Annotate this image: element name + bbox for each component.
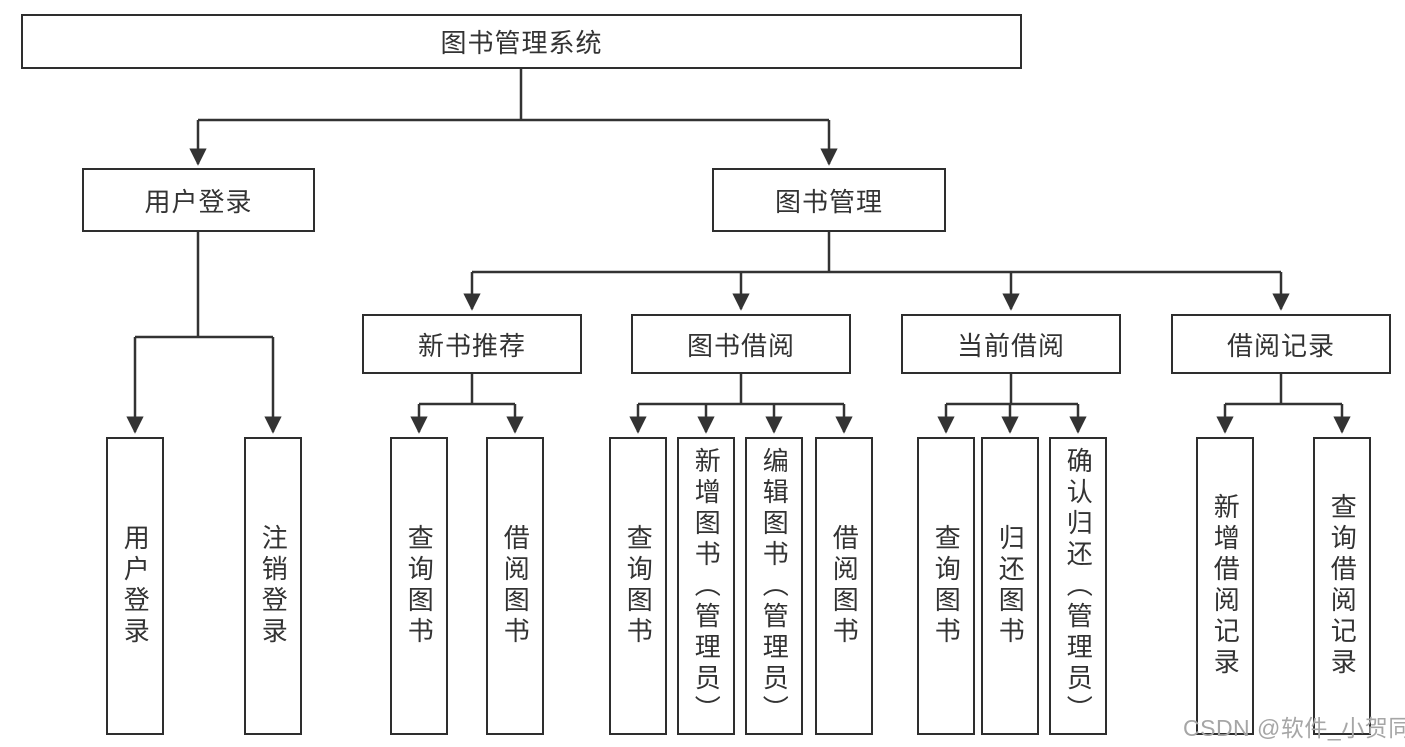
node-label: 借阅图书 bbox=[829, 524, 860, 648]
leaf-query-books: 查询图书 bbox=[609, 437, 667, 735]
csdn-watermark: CSDN @软件_小贺同学 bbox=[1183, 715, 1405, 741]
node-book-borrow: 图书借阅 bbox=[631, 314, 851, 374]
connector-bookborrow-to-leaves bbox=[629, 374, 853, 434]
leaf-confirm-return-admin: 确认归还（管理员） bbox=[1049, 437, 1107, 735]
connector-newbook-to-leaves bbox=[410, 374, 524, 434]
leaf-query-borrow-record: 查询借阅记录 bbox=[1313, 437, 1371, 735]
leaf-add-borrow-record: 新增借阅记录 bbox=[1196, 437, 1254, 735]
node-label: 用户登录 bbox=[144, 186, 253, 217]
node-label: 确认归还（管理员） bbox=[1063, 446, 1094, 726]
leaf-edit-books-admin: 编辑图书（管理员） bbox=[745, 437, 803, 735]
node-label: 用户登录 bbox=[120, 524, 151, 648]
node-book-management: 图书管理 bbox=[712, 168, 946, 232]
leaf-logout: 注销登录 bbox=[244, 437, 302, 735]
node-library-management-system: 图书管理系统 bbox=[21, 14, 1022, 69]
leaf-query-books: 查询图书 bbox=[390, 437, 448, 735]
node-label: 图书管理系统 bbox=[440, 28, 603, 58]
leaf-user-login: 用户登录 bbox=[106, 437, 164, 735]
node-borrow-record: 借阅记录 bbox=[1171, 314, 1391, 374]
node-label: 图书借阅 bbox=[686, 330, 795, 361]
node-label: 编辑图书（管理员） bbox=[759, 446, 790, 726]
connector-bookmgmt-to-level3 bbox=[463, 232, 1290, 311]
connector-userlogin-to-leaves bbox=[126, 232, 282, 434]
node-label: 新增借阅记录 bbox=[1210, 493, 1241, 679]
leaf-return-books: 归还图书 bbox=[981, 437, 1039, 735]
node-new-book-recommend: 新书推荐 bbox=[362, 314, 582, 374]
connector-borrowrecord-to-leaves bbox=[1216, 374, 1351, 434]
node-label: 查询图书 bbox=[623, 524, 654, 648]
node-label: 新书推荐 bbox=[417, 330, 526, 361]
node-label: 图书管理 bbox=[774, 186, 883, 217]
node-label: 查询借阅记录 bbox=[1327, 493, 1358, 679]
node-label: 借阅记录 bbox=[1226, 330, 1335, 361]
node-label: 查询图书 bbox=[404, 524, 435, 648]
node-label: 借阅图书 bbox=[500, 524, 531, 648]
node-label: 归还图书 bbox=[995, 524, 1026, 648]
node-current-borrow: 当前借阅 bbox=[901, 314, 1121, 374]
node-label: 新增图书（管理员） bbox=[691, 446, 722, 726]
node-label: 当前借阅 bbox=[956, 330, 1065, 361]
node-label: 注销登录 bbox=[258, 524, 289, 648]
connector-currentborrow-to-leaves bbox=[937, 374, 1087, 434]
node-user-login: 用户登录 bbox=[82, 168, 315, 232]
leaf-borrow-books: 借阅图书 bbox=[815, 437, 873, 735]
connector-root-to-level2 bbox=[189, 69, 838, 166]
leaf-query-books: 查询图书 bbox=[917, 437, 975, 735]
node-label: 查询图书 bbox=[931, 524, 962, 648]
leaf-add-books-admin: 新增图书（管理员） bbox=[677, 437, 735, 735]
leaf-borrow-books: 借阅图书 bbox=[486, 437, 544, 735]
